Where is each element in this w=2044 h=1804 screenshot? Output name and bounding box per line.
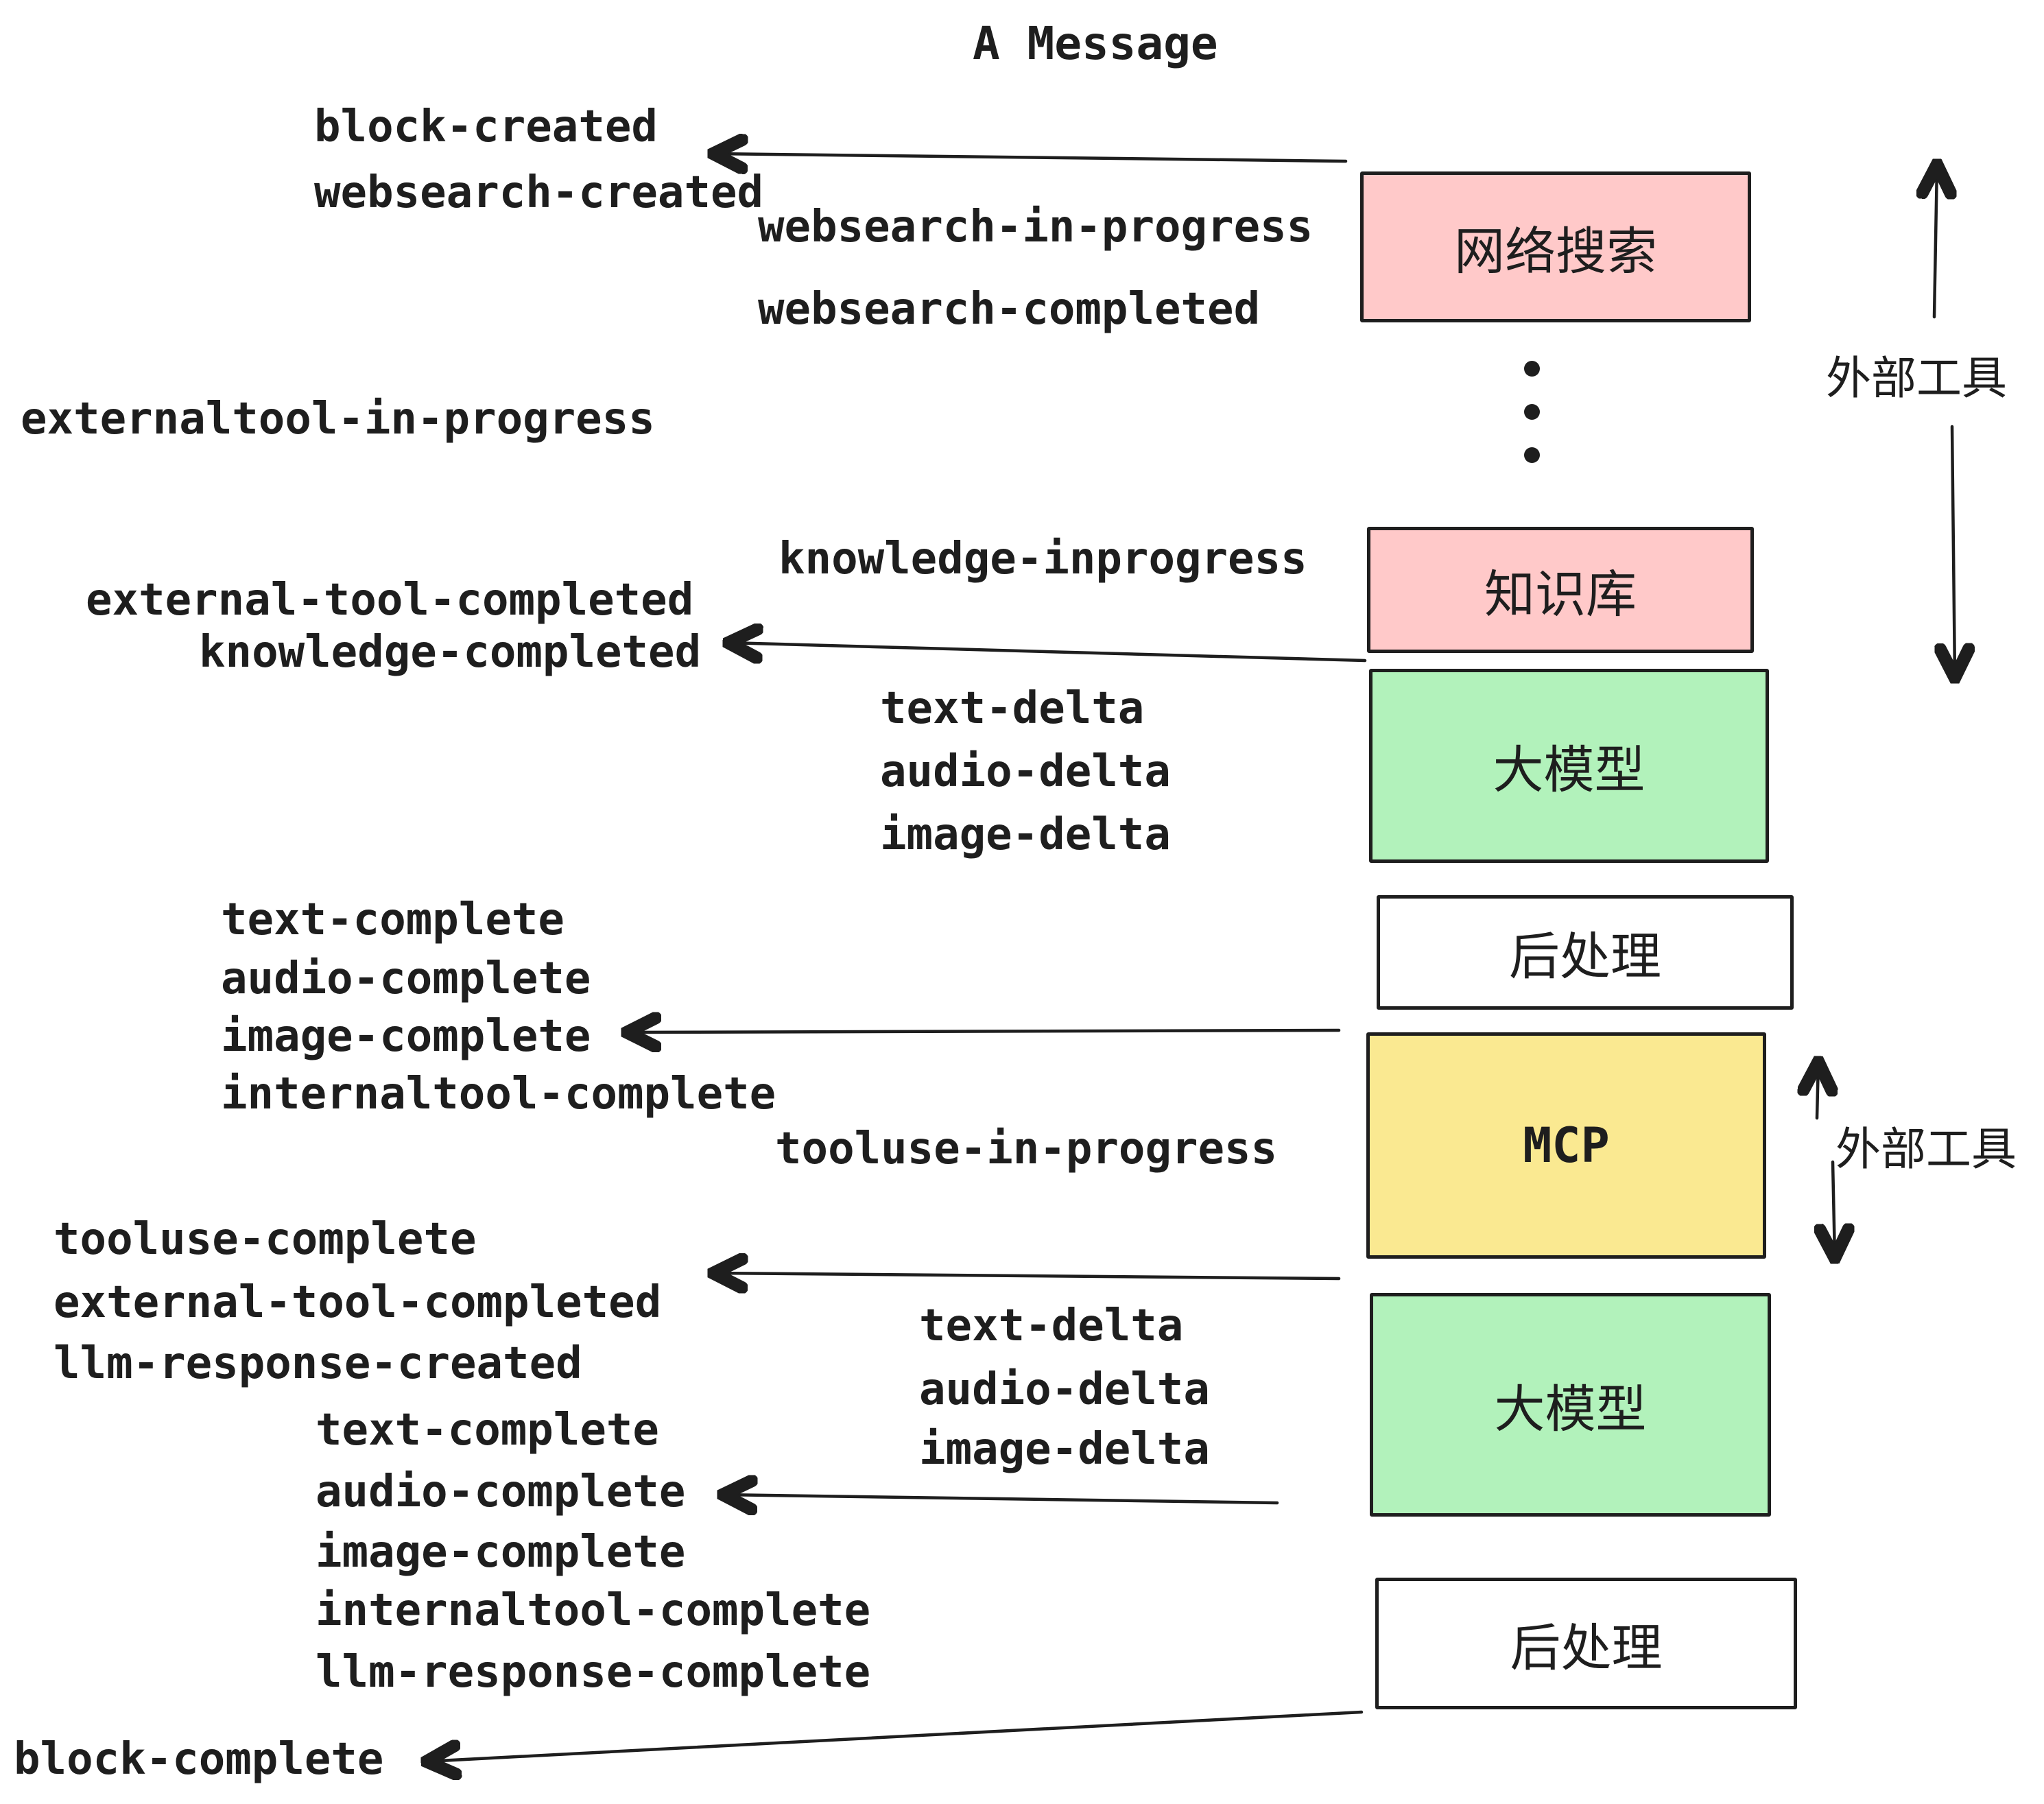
box-websearch-label: 网络搜索 <box>1454 222 1657 281</box>
vertical-ellipsis-icon <box>1524 361 1540 463</box>
event-tooluse-in-progress: tooluse-in-progress <box>775 1124 1278 1174</box>
event-audio-complete-1: audio-complete <box>221 953 591 1004</box>
event-websearch-created: websearch-created <box>314 167 764 218</box>
box-llm-1: 大模型 <box>1369 669 1769 863</box>
external-tools-top-up-arrow <box>1934 165 1937 319</box>
event-internaltool-complete-1: internaltool-complete <box>221 1069 776 1119</box>
event-websearch-completed: websearch-completed <box>758 284 1261 335</box>
event-text-delta-2: text-delta <box>919 1301 1184 1351</box>
box-llm-2: 大模型 <box>1370 1293 1771 1517</box>
arrow-post2-to-block-complete <box>427 1710 1364 1761</box>
box-postprocess-2: 后处理 <box>1375 1578 1797 1709</box>
event-image-complete-1: image-complete <box>221 1011 591 1062</box>
box-postprocess-2-label: 后处理 <box>1510 1618 1663 1678</box>
box-mcp: MCP <box>1366 1032 1766 1259</box>
arrow-llm2-to-audio-complete <box>723 1495 1279 1503</box>
box-llm-2-label: 大模型 <box>1494 1379 1647 1439</box>
event-tooluse-complete: tooluse-complete <box>54 1214 477 1265</box>
box-postprocess-1: 后处理 <box>1377 895 1794 1010</box>
event-externaltool-in-progress: externaltool-in-progress <box>21 394 655 444</box>
diagram-title: A Message <box>973 17 1218 70</box>
arrow-mcp-to-tooluse-complete <box>713 1273 1341 1279</box>
event-external-tool-completed: external-tool-completed <box>86 575 694 626</box>
event-websearch-in-progress: websearch-in-progress <box>758 202 1314 252</box>
box-websearch: 网络搜索 <box>1360 171 1751 322</box>
external-tools-label-top: 外部工具 <box>1826 352 2007 405</box>
event-image-delta-2: image-delta <box>919 1424 1210 1475</box>
external-tools-bottom-down-arrow <box>1833 1160 1835 1258</box>
box-llm-1-label: 大模型 <box>1493 741 1645 800</box>
external-tools-label-bottom: 外部工具 <box>1835 1123 2017 1176</box>
event-llm-response-complete: llm-response-complete <box>316 1647 871 1698</box>
event-text-complete-1: text-complete <box>221 894 565 945</box>
event-block-complete: block-complete <box>14 1734 384 1785</box>
box-knowledge-label: 知识库 <box>1484 565 1637 624</box>
event-internaltool-complete-2: internaltool-complete <box>316 1585 871 1636</box>
box-mcp-label: MCP <box>1523 1117 1610 1174</box>
arrow-post1-to-image-complete <box>627 1030 1341 1032</box>
event-llm-response-created: llm-response-created <box>54 1338 582 1389</box>
event-knowledge-inprogress: knowledge-inprogress <box>779 534 1307 584</box>
arrow-knowledge-to-completed <box>728 643 1367 661</box>
event-audio-delta-2: audio-delta <box>919 1364 1210 1415</box>
event-image-delta-1: image-delta <box>880 809 1171 860</box>
event-knowledge-completed: knowledge-completed <box>199 627 702 678</box>
event-audio-delta-1: audio-delta <box>880 746 1171 797</box>
event-text-delta-1: text-delta <box>880 683 1145 734</box>
box-postprocess-1-label: 后处理 <box>1509 927 1661 986</box>
box-knowledge: 知识库 <box>1367 527 1754 653</box>
event-audio-complete-2: audio-complete <box>316 1467 686 1517</box>
event-external-tool-completed-2: external-tool-completed <box>54 1277 662 1328</box>
event-text-complete-2: text-complete <box>316 1405 659 1456</box>
event-block-created: block-created <box>314 102 658 152</box>
external-tools-top-down-arrow <box>1952 425 1955 678</box>
external-tools-bottom-up-arrow <box>1817 1062 1818 1120</box>
event-image-complete-2: image-complete <box>316 1527 686 1578</box>
arrow-websearch-box-to-created <box>713 154 1348 161</box>
